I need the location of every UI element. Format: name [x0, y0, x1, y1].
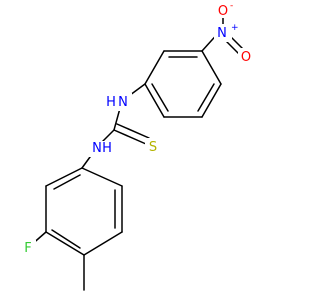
- atom-charge: +: [231, 23, 239, 33]
- atom-nitro-nitrogen: N +: [214, 23, 239, 42]
- atom-label: O: [241, 50, 251, 65]
- bond: [45, 231, 85, 256]
- atom-nitro-oxygen-top: O -: [215, 1, 233, 19]
- atom-charge: -: [230, 1, 233, 11]
- molecule-structure: N + O - O N H S N H F: [20, 1, 254, 291]
- atom-nitro-oxygen-right: O: [238, 48, 254, 65]
- bond: [201, 83, 222, 118]
- bond: [83, 231, 123, 256]
- atom-label: F: [24, 241, 31, 256]
- bond: [201, 50, 222, 85]
- bond: [224, 39, 240, 55]
- bond: [51, 229, 81, 249]
- atom-thione-sulfur: S: [145, 138, 161, 156]
- atom-label-hydrogen: H: [102, 141, 112, 156]
- atom-label: N: [217, 26, 227, 41]
- bond-group: [29, 9, 245, 291]
- atom-label: N: [92, 141, 102, 156]
- atom-amine-nitrogen-upper: N H: [106, 93, 132, 111]
- bond: [151, 83, 169, 112]
- bond: [53, 174, 81, 190]
- atom-label: N: [118, 95, 128, 110]
- atom-label-hydrogen: H: [106, 95, 116, 110]
- bond: [113, 129, 147, 145]
- bond: [144, 50, 165, 85]
- bond: [81, 167, 123, 187]
- bond: [116, 123, 150, 139]
- bond: [197, 83, 215, 112]
- atom-amine-nitrogen-lower: N H: [88, 141, 114, 157]
- bond: [45, 167, 83, 187]
- atom-label: O: [218, 4, 228, 19]
- bond: [144, 83, 165, 118]
- atom-fluorine: F: [20, 240, 36, 256]
- atom-label: S: [149, 140, 157, 155]
- bond: [229, 35, 245, 51]
